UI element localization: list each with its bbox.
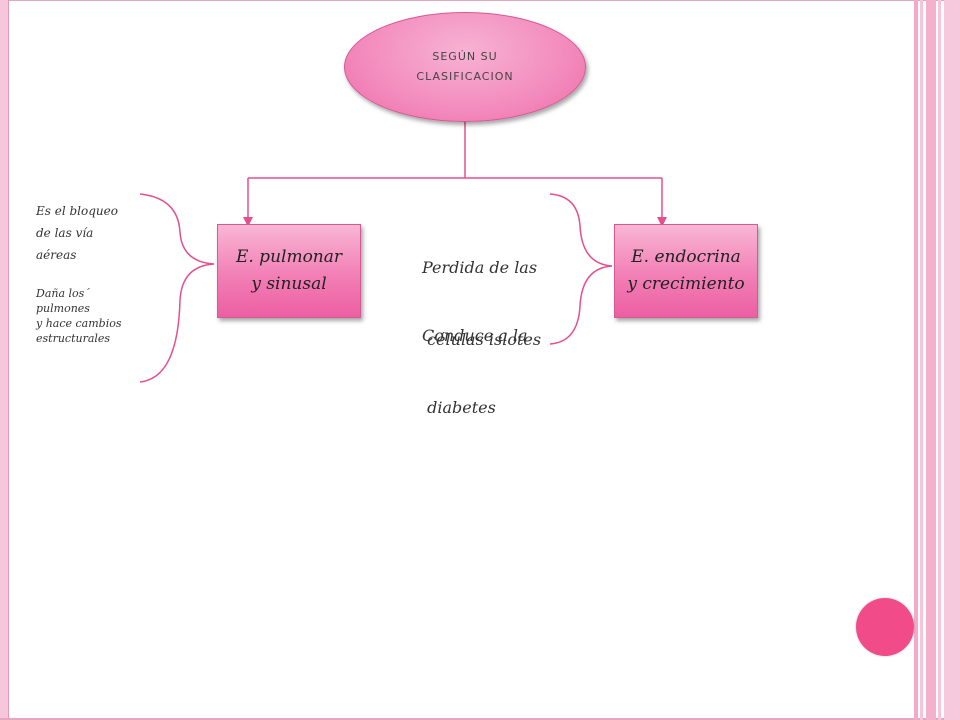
- right-node-line1: E. endocrina: [631, 247, 741, 267]
- left-note-group2: Daña los´ pulmones y hace cambios estruc…: [36, 286, 122, 346]
- right-note2-line2: diabetes: [422, 398, 496, 417]
- left-note2-line4: estructurales: [36, 332, 111, 345]
- slide-frame-top: [0, 0, 960, 1]
- decorative-stripes: [914, 0, 960, 720]
- left-brace: [139, 193, 215, 383]
- right-note-group1: Perdida de las células islotes: [422, 208, 541, 376]
- right-note2-line1: Conduce a la: [422, 326, 528, 345]
- left-note1-line3: aéreas: [36, 248, 77, 262]
- right-note1-line2: células islotes: [422, 330, 542, 349]
- left-note1-line2: de las vía: [36, 226, 94, 240]
- left-node-line1: E. pulmonar: [235, 247, 343, 267]
- left-note2-line1: Daña los´: [36, 287, 90, 300]
- right-note1-line1: Perdida de las: [422, 258, 538, 277]
- left-node: E. pulmonar y sinusal: [217, 224, 361, 318]
- left-note2-line3: y hace cambios: [36, 317, 122, 330]
- decorative-circle: [856, 598, 914, 656]
- right-node: E. endocrina y crecimiento: [614, 224, 758, 318]
- left-note2-line2: pulmones: [36, 302, 90, 315]
- right-node-line2: y crecimiento: [627, 274, 745, 294]
- right-brace: [549, 193, 613, 345]
- root-node: SEGÚN SU CLASIFICACION: [344, 12, 586, 122]
- root-label-line1: SEGÚN SU: [432, 50, 498, 63]
- slide-frame-bottom: [0, 718, 960, 720]
- right-note-group2: Conduce a la diabetes: [422, 276, 528, 444]
- left-note1-line1: Es el bloqueo: [36, 204, 118, 218]
- left-note-group1: Es el bloqueo de las vía aéreas: [36, 200, 118, 266]
- root-label-line2: CLASIFICACION: [416, 70, 514, 83]
- slide-frame-left: [0, 0, 9, 720]
- left-node-line2: y sinusal: [251, 274, 327, 294]
